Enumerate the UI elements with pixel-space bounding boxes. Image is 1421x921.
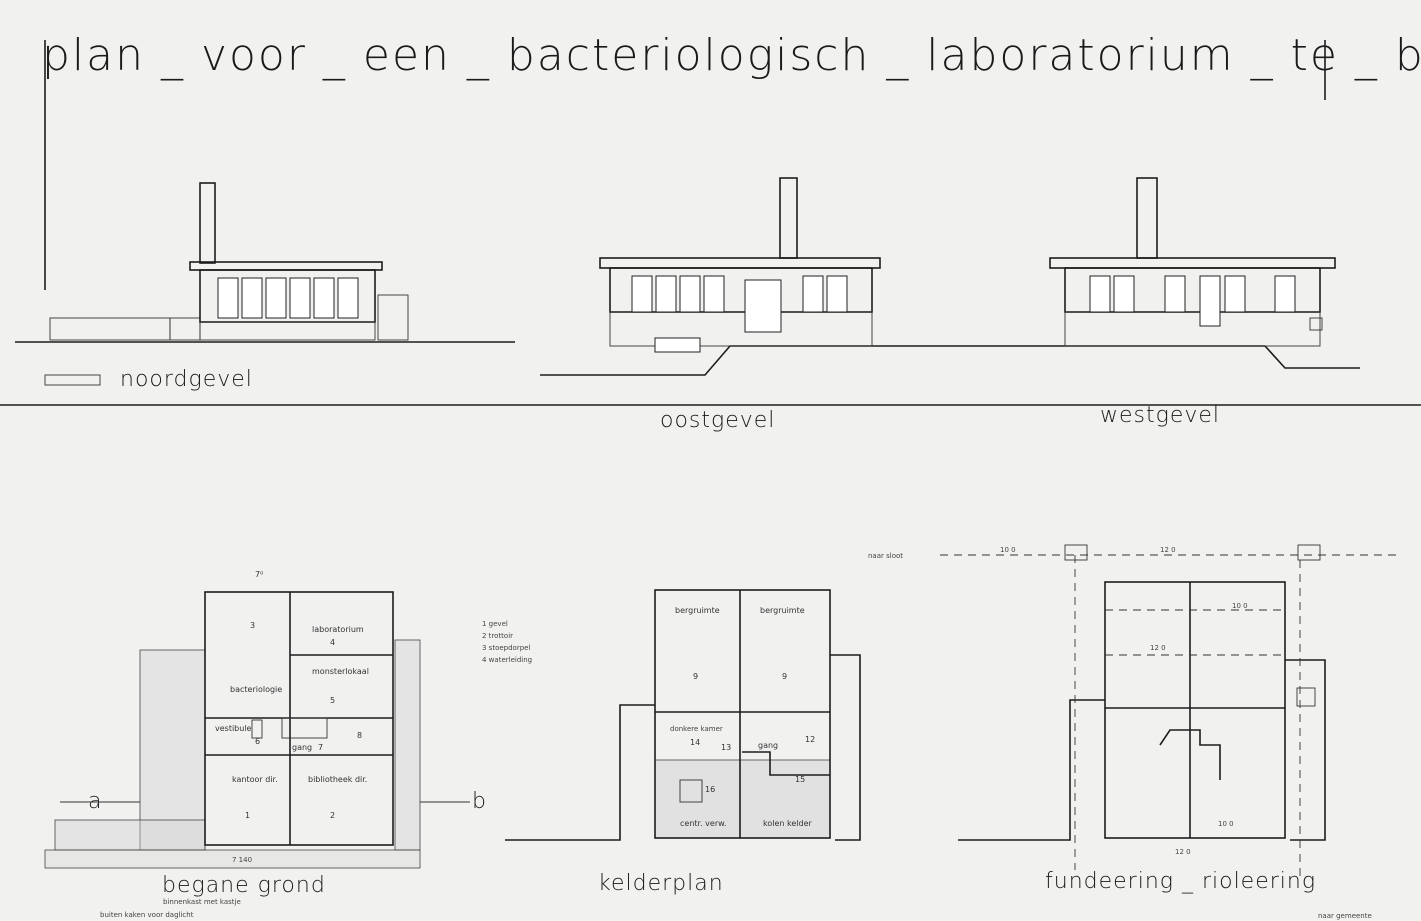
chimney: [1136, 177, 1158, 259]
legend-item: 2 trottoir: [482, 632, 513, 640]
dimension-label: 7⁰: [255, 570, 263, 579]
room-number: 4: [330, 638, 335, 647]
room-number: 2: [330, 811, 335, 820]
room-label: bacteriologie: [230, 685, 282, 694]
room-number: 14: [690, 738, 700, 747]
plan-note: naar gemeente: [1318, 912, 1372, 920]
room-label: laboratorium: [312, 625, 364, 634]
roof: [189, 261, 383, 271]
room-label: centr. verw.: [680, 819, 726, 828]
room-number: 12: [805, 735, 815, 744]
dimension-label: 12 0: [1150, 644, 1166, 652]
room-label: gang: [758, 741, 778, 750]
room-number: 7: [318, 743, 323, 752]
west-elevation-label: westgevel: [1100, 403, 1220, 428]
room-number: 13: [721, 743, 731, 752]
dimension-label: 12 0: [1175, 848, 1191, 856]
room-label: gang: [292, 743, 312, 752]
room-number: 3: [250, 621, 255, 630]
legend-item: 4 waterleiding: [482, 656, 532, 664]
room-number: 8: [357, 731, 362, 740]
basement-label: kelderplan: [598, 871, 724, 896]
basement-plan: bergruimte 9 bergruimte 9 donkere kamer …: [505, 589, 861, 896]
room-label: kolen kelder: [763, 819, 812, 828]
dimension-label: 7 140: [232, 856, 252, 864]
direction-note: naar sloot: [868, 552, 903, 560]
plan-note: binnenkast met kastje: [163, 898, 241, 906]
room-number: 9: [693, 672, 698, 681]
north-elevation: noordgevel: [15, 182, 515, 392]
dimension-label: 10 0: [1000, 546, 1016, 554]
room-label: monsterlokaal: [312, 667, 369, 676]
room-label: vestibule: [215, 724, 252, 733]
room-number: 9: [782, 672, 787, 681]
chimney: [779, 177, 798, 259]
room-label: kantoor dir.: [232, 775, 278, 784]
room-number: 6: [255, 737, 260, 746]
ground-floor-plan: bacteriologie 3 laboratorium 4 monsterlo…: [44, 570, 487, 919]
door: [744, 279, 782, 333]
west-elevation: westgevel: [1049, 177, 1360, 428]
east-elevation-label: oostgevel: [660, 408, 775, 433]
roof: [1049, 257, 1336, 269]
room-number: 15: [795, 775, 805, 784]
room-number: 16: [705, 785, 715, 794]
legend: 1 gevel 2 trottoir 3 stoepdorpel 4 water…: [482, 620, 532, 664]
room-label: bergruimte: [760, 606, 805, 615]
room-label: bergruimte: [675, 606, 720, 615]
foundation-label: fundeering _ rioleering: [1045, 869, 1316, 894]
dimension-label: 12 0: [1160, 546, 1176, 554]
ground-floor-label: begane grond: [162, 873, 326, 898]
roof: [599, 257, 881, 269]
room-label: bibliotheek dir.: [308, 775, 367, 784]
foundation-plan: naar sloot 10 0 12 0 10 0 12 0 10 0 12 0…: [868, 544, 1400, 920]
north-elevation-label: noordgevel: [120, 367, 253, 392]
drawing-title: plan _ voor _ een _ bacteriologisch _ la…: [42, 30, 1421, 81]
section-marker-a: a: [88, 789, 102, 814]
east-elevation: oostgevel: [540, 177, 1265, 433]
dimension-label: 10 0: [1218, 820, 1234, 828]
room-number: 5: [330, 696, 335, 705]
chimney: [199, 182, 216, 264]
section-marker-b: b: [472, 789, 487, 814]
room-number: 1: [245, 811, 250, 820]
plan-note: buiten kaken voor daglicht: [100, 911, 194, 919]
legend-item: 1 gevel: [482, 620, 508, 628]
room-label: donkere kamer: [670, 725, 723, 733]
dimension-label: 10 0: [1232, 602, 1248, 610]
legend-item: 3 stoepdorpel: [482, 644, 530, 652]
